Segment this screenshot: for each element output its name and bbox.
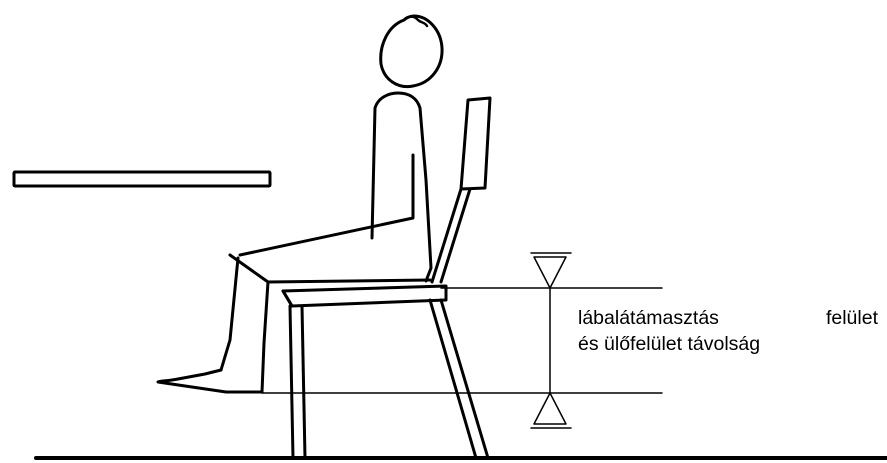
person-shin-front	[219, 256, 240, 372]
person-hair-stroke	[402, 15, 429, 28]
chair-back-post	[430, 187, 472, 284]
chair-front-leg	[288, 304, 307, 460]
dimension-label-line-2: és ülőfelület távolság	[578, 333, 761, 355]
person-head	[379, 14, 444, 89]
dimension-label-line-1: lábalátámasztás felület	[578, 306, 878, 330]
dimension-label-word-1: lábalátámasztás	[578, 307, 719, 329]
bottom-marker-triangle	[533, 392, 567, 425]
chair-seat	[281, 284, 448, 308]
chair-seat-under	[281, 289, 294, 308]
person-thigh	[228, 253, 432, 284]
top-marker-triangle	[533, 256, 567, 289]
table-top	[12, 170, 272, 188]
person-torso	[370, 91, 433, 283]
chair-backrest	[459, 96, 492, 191]
person-arm	[238, 153, 415, 257]
person-foot	[156, 368, 264, 394]
dimension-label-word-2: felület	[825, 307, 878, 329]
chair-back-leg	[428, 298, 490, 460]
person-shin-back	[260, 280, 270, 394]
